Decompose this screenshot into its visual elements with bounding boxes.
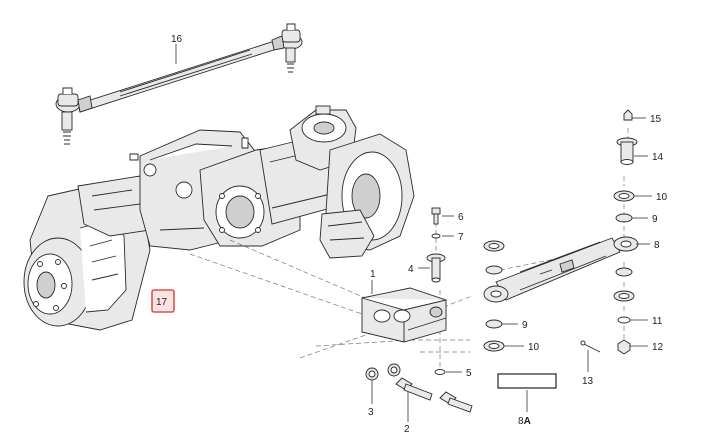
callout-11[interactable]: 11 bbox=[652, 316, 663, 327]
kit-box bbox=[497, 373, 557, 389]
callout-10-left[interactable]: 10 bbox=[528, 342, 540, 353]
callout-10-right[interactable]: 10 bbox=[656, 192, 668, 203]
steering-cylinder bbox=[483, 236, 639, 303]
callout-9-left[interactable]: 9 bbox=[522, 320, 528, 331]
callout-13[interactable]: 13 bbox=[582, 376, 594, 387]
leader-lines bbox=[175, 44, 652, 422]
axle-housing bbox=[23, 105, 415, 331]
pin bbox=[426, 253, 446, 283]
callout-8a[interactable]: 8A bbox=[518, 416, 531, 427]
right-hardware-stack bbox=[580, 109, 638, 355]
callout-14[interactable]: 14 bbox=[652, 152, 664, 163]
callout-1[interactable]: 1 bbox=[370, 269, 376, 280]
tie-rod-assembly bbox=[55, 23, 303, 145]
highlight-box-17[interactable] bbox=[151, 289, 175, 313]
callout-5[interactable]: 5 bbox=[466, 368, 472, 379]
callout-labels: 16 17 1 4 6 7 5 3 2 8 9 10 15 14 10 9 11… bbox=[156, 34, 668, 435]
cylinder-bushings-left bbox=[483, 240, 505, 352]
callout-2[interactable]: 2 bbox=[404, 424, 410, 435]
callout-12[interactable]: 12 bbox=[652, 342, 664, 353]
washer-set bbox=[365, 363, 401, 381]
callout-8[interactable]: 8 bbox=[654, 240, 660, 251]
small-bolt bbox=[431, 207, 441, 225]
long-bolts bbox=[395, 377, 473, 413]
callout-8a-number: 8 bbox=[518, 416, 524, 427]
callout-16[interactable]: 16 bbox=[171, 34, 183, 45]
callout-9-right[interactable]: 9 bbox=[652, 214, 658, 225]
o-ring bbox=[434, 369, 446, 375]
callout-8a-letter: A bbox=[524, 416, 531, 427]
callout-15[interactable]: 15 bbox=[650, 114, 662, 125]
callout-6[interactable]: 6 bbox=[458, 212, 464, 223]
callout-3[interactable]: 3 bbox=[368, 407, 374, 418]
small-washer bbox=[431, 233, 441, 239]
callout-7[interactable]: 7 bbox=[458, 232, 464, 243]
mounting-bracket bbox=[361, 287, 447, 343]
callout-17[interactable]: 17 bbox=[156, 297, 168, 308]
callout-4[interactable]: 4 bbox=[408, 264, 414, 275]
